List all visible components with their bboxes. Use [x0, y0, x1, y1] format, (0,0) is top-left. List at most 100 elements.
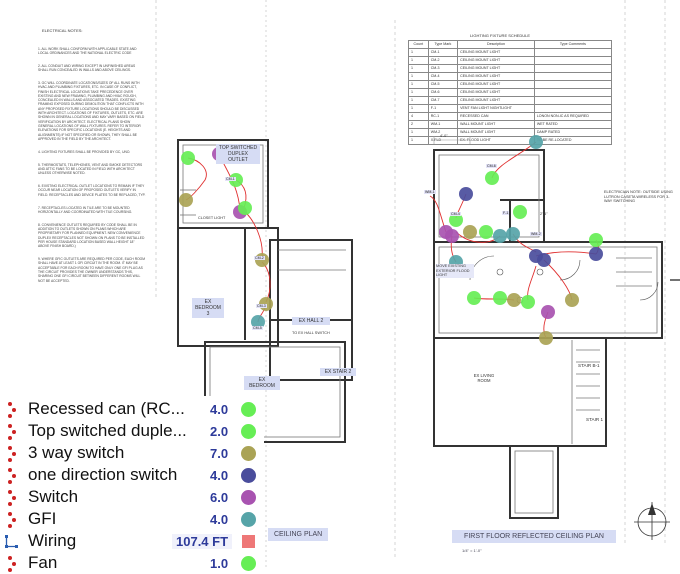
row-drag-handle-icon[interactable] — [4, 464, 20, 486]
fixture-marker[interactable] — [238, 201, 252, 215]
fixture-tag: CM-5 — [252, 326, 263, 330]
label-hall-switch: TO EX HALL SWITCH — [292, 331, 330, 335]
label-living-room: EX LIVING ROOM — [473, 373, 495, 383]
fixture-marker[interactable] — [493, 229, 507, 243]
fixture-marker[interactable] — [229, 173, 243, 187]
schedule-title: LIGHTING FIXTURE SCHEDULE — [470, 33, 531, 38]
right-plan-scale: 1/4" = 1'-0" — [462, 548, 482, 553]
fixture-marker[interactable] — [479, 225, 493, 239]
legend-row-one-direction-switch[interactable]: one direction switch 4.0 — [0, 464, 264, 486]
legend-count: 6.0 — [210, 490, 229, 505]
dimension-label: 2'-6" — [540, 212, 548, 216]
label-stair-b1: STAIR B-1 — [578, 363, 600, 368]
label-ex-bedroom: EX BEDROOM — [244, 376, 280, 390]
row-drag-handle-icon[interactable] — [4, 420, 20, 442]
label-top-switched: TOP SWITCHED DUPLEX OUTLET — [216, 144, 260, 164]
fixture-tag: CM-4 — [450, 212, 461, 216]
legend-label: 3 way switch — [28, 443, 125, 462]
note-line: 3. GC WILL COORDINATE LOCATIONS/SIZES OF… — [38, 80, 146, 141]
dimension-label: 4'-0" — [440, 134, 448, 138]
fixture-marker[interactable] — [539, 331, 553, 345]
legend-count: 7.0 — [210, 446, 229, 461]
legend-row-recessed-can[interactable]: Recessed can (RC... 4.0 — [0, 398, 264, 420]
row-drag-handle-icon[interactable] — [4, 442, 20, 464]
legend-label: one direction switch — [28, 465, 178, 484]
legend-label: GFI — [28, 509, 57, 528]
left-plan-title: CEILING PLAN — [268, 528, 329, 541]
fixture-marker[interactable] — [251, 315, 265, 329]
note-line: 7. RECEPTACLES LOCATED IN TILE ARE TO BE… — [38, 205, 133, 214]
fixture-marker[interactable] — [507, 293, 521, 307]
row-drag-handle-icon[interactable] — [4, 508, 20, 530]
lighting-fixture-schedule: Count Type Mark Description Type Comment… — [408, 40, 613, 145]
row-drag-handle-icon[interactable] — [4, 398, 20, 420]
fixture-marker[interactable] — [589, 233, 603, 247]
fixture-marker[interactable] — [589, 247, 603, 261]
fixture-marker[interactable] — [541, 305, 555, 319]
fixture-tag: CM-3 — [256, 304, 267, 308]
note-line: 5. THERMOSTATS, TELEPHONES, VENT AND SMO… — [38, 162, 143, 176]
fixture-marker[interactable] — [537, 253, 551, 267]
legend-count: 4.0 — [210, 468, 229, 483]
note-line: 4. LIGHTING FIXTURES SHALL BE PROVIDED B… — [38, 149, 131, 154]
electrician-note: ELECTRICIAN NOTE: OUTSIDE USING LUTRON C… — [604, 190, 673, 204]
legend-label: Top switched duple... — [28, 421, 187, 440]
legend-label: Fan — [28, 553, 58, 572]
fixture-marker[interactable] — [506, 227, 520, 241]
label-bedroom-3: EX BEDROOM 3 — [192, 298, 224, 318]
fixture-marker[interactable] — [449, 213, 463, 227]
fixture-tag: WM-1 — [424, 190, 436, 194]
fixture-marker[interactable] — [467, 291, 481, 305]
legend-swatch-icon — [241, 556, 256, 571]
legend-row-top-switched[interactable]: Top switched duple... 2.0 — [0, 420, 264, 442]
note-line: 6. EXISTING ELECTRICAL OUTLET LOCATIONS … — [38, 184, 146, 197]
fixture-marker[interactable] — [513, 205, 527, 219]
legend-count: 2.0 — [210, 424, 229, 439]
legend-count: 1.0 — [210, 556, 229, 571]
legend-row-switch[interactable]: Switch 6.0 — [0, 486, 264, 508]
fixture-marker[interactable] — [459, 187, 473, 201]
fixture-marker[interactable] — [181, 151, 195, 165]
legend-row-3-way-switch[interactable]: 3 way switch 7.0 — [0, 442, 264, 464]
fixture-tag: CM-6 — [486, 164, 497, 168]
fixture-tag: WM-2 — [530, 232, 542, 236]
fixture-marker[interactable] — [565, 293, 579, 307]
legend-length: 107.4 FT — [172, 534, 233, 549]
fixture-marker[interactable] — [463, 225, 477, 239]
legend-label: Recessed can (RC... — [28, 399, 185, 418]
legend-row-gfi[interactable]: GFI 4.0 — [0, 508, 264, 530]
row-drag-handle-icon[interactable] — [4, 486, 20, 508]
fixture-marker[interactable] — [485, 171, 499, 185]
markup-count-legend: Recessed can (RC... 4.0 Top switched dup… — [0, 396, 264, 572]
legend-swatch-icon — [241, 512, 256, 527]
legend-swatch-icon — [241, 402, 256, 417]
legend-row-wiring[interactable]: Wiring 107.4 FT — [0, 530, 264, 552]
note-line: 2. ALL CONDUIT AND WIRING EXCEPT IN UNFI… — [38, 63, 137, 73]
flood-light-note: MOVE EXISTING EXTERIOR FLOOD LIGHT — [436, 264, 474, 278]
note-line: 9. WHERE GFIC OUTLETS ARE REQUIRED PER C… — [38, 257, 146, 283]
note-line: 8. CONVENIENCE OUTLETS REQUIRED BY CODE … — [38, 222, 146, 249]
legend-row-fan[interactable]: Fan 1.0 — [0, 552, 264, 574]
note-line: 1. ALL WORK SHALL CONFORM WITH APPLICABL… — [38, 46, 138, 55]
legend-swatch-icon — [241, 424, 256, 439]
electrical-notes: 1. ALL WORK SHALL CONFORM WITH APPLICABL… — [38, 38, 146, 287]
legend-count: 4.0 — [210, 402, 229, 417]
fixture-tag: F-1 — [502, 211, 510, 215]
polyline-measure-icon — [5, 535, 18, 548]
fixture-marker[interactable] — [179, 193, 193, 207]
legend-swatch-icon — [241, 490, 256, 505]
legend-count: 4.0 — [210, 512, 229, 527]
fixture-marker[interactable] — [493, 291, 507, 305]
label-hall-2: EX HALL 2 — [292, 317, 330, 325]
fixture-tag: CM-2 — [254, 256, 265, 260]
fixture-marker[interactable] — [529, 135, 543, 149]
legend-swatch-icon — [242, 535, 255, 548]
legend-label: Wiring — [28, 531, 77, 550]
fixture-marker[interactable] — [445, 229, 459, 243]
legend-label: Switch — [28, 487, 79, 506]
legend-swatch-icon — [241, 468, 256, 483]
fixture-marker[interactable] — [521, 295, 535, 309]
row-drag-handle-icon[interactable] — [4, 552, 20, 574]
electrical-notes-title: ELECTRICAL NOTES: — [42, 28, 83, 33]
